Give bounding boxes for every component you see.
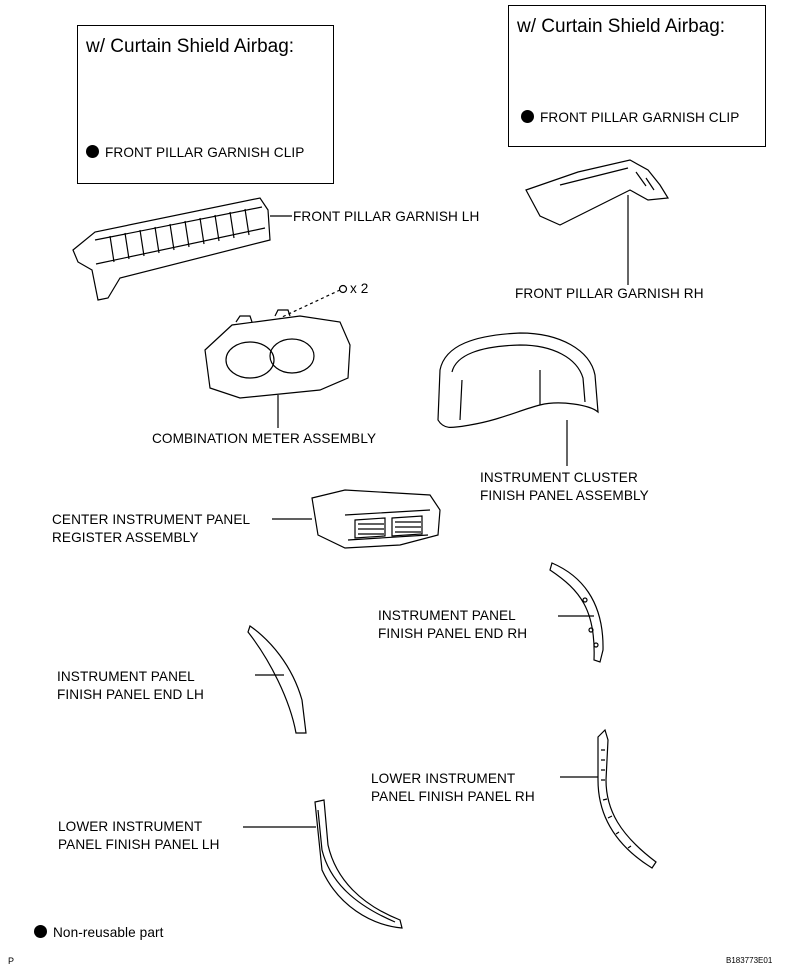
label-finish-end-rh-line1: INSTRUMENT PANEL bbox=[378, 608, 516, 623]
center-register-shape bbox=[272, 489, 441, 549]
finish-end-lh-shape bbox=[247, 625, 307, 734]
front-pillar-garnish-rh-shape bbox=[525, 159, 670, 285]
clip-label-left: FRONT PILLAR GARNISH CLIP bbox=[86, 144, 304, 162]
figure-code: B183773E01 bbox=[726, 956, 773, 965]
front-pillar-garnish-lh-shape bbox=[72, 197, 292, 301]
non-reusable-dot-icon bbox=[521, 110, 534, 123]
label-front-pillar-garnish-lh: FRONT PILLAR GARNISH LH bbox=[293, 209, 480, 224]
label-finish-end-rh-line2: FINISH PANEL END RH bbox=[378, 626, 528, 641]
inset-title-left: w/ Curtain Shield Airbag: bbox=[86, 36, 295, 57]
label-combination-meter: COMBINATION METER ASSEMBLY bbox=[152, 431, 377, 446]
label-cluster-finish-line2: FINISH PANEL ASSEMBLY bbox=[480, 488, 649, 503]
label-lower-finish-rh-line1: LOWER INSTRUMENT bbox=[371, 771, 516, 786]
label-lower-finish-lh-line1: LOWER INSTRUMENT bbox=[58, 819, 203, 834]
finish-end-rh-shape bbox=[549, 562, 604, 663]
legend-non-reusable: Non-reusable part bbox=[34, 924, 164, 942]
label-center-register-line2: REGISTER ASSEMBLY bbox=[52, 530, 199, 545]
non-reusable-dot-icon bbox=[86, 145, 99, 158]
label-lower-finish-rh-line2: PANEL FINISH PANEL RH bbox=[371, 789, 535, 804]
label-finish-end-lh-line2: FINISH PANEL END LH bbox=[57, 687, 204, 702]
label-center-register-line1: CENTER INSTRUMENT PANEL bbox=[52, 512, 251, 527]
label-lower-finish-lh-line2: PANEL FINISH PANEL LH bbox=[58, 837, 220, 852]
lower-finish-rh-shape bbox=[560, 728, 657, 869]
footer-left-mark: P bbox=[8, 956, 15, 966]
combination-meter-shape bbox=[204, 284, 351, 428]
curtain-airbag-inset-left: w/ Curtain Shield Airbag: FRONT PILLAR G… bbox=[77, 25, 334, 184]
label-cluster-finish-line1: INSTRUMENT CLUSTER bbox=[480, 470, 638, 485]
label-screw-count: x 2 bbox=[350, 281, 369, 296]
lower-finish-lh-shape bbox=[243, 799, 403, 929]
label-front-pillar-garnish-rh: FRONT PILLAR GARNISH RH bbox=[515, 286, 704, 301]
clip-label-right: FRONT PILLAR GARNISH CLIP bbox=[521, 109, 739, 127]
label-finish-end-lh-line1: INSTRUMENT PANEL bbox=[57, 669, 195, 684]
inset-title-right: w/ Curtain Shield Airbag: bbox=[517, 16, 726, 37]
cluster-finish-panel-shape bbox=[437, 332, 599, 466]
curtain-airbag-inset-right: w/ Curtain Shield Airbag: FRONT PILLAR G… bbox=[508, 5, 766, 147]
non-reusable-dot-icon bbox=[34, 925, 47, 938]
